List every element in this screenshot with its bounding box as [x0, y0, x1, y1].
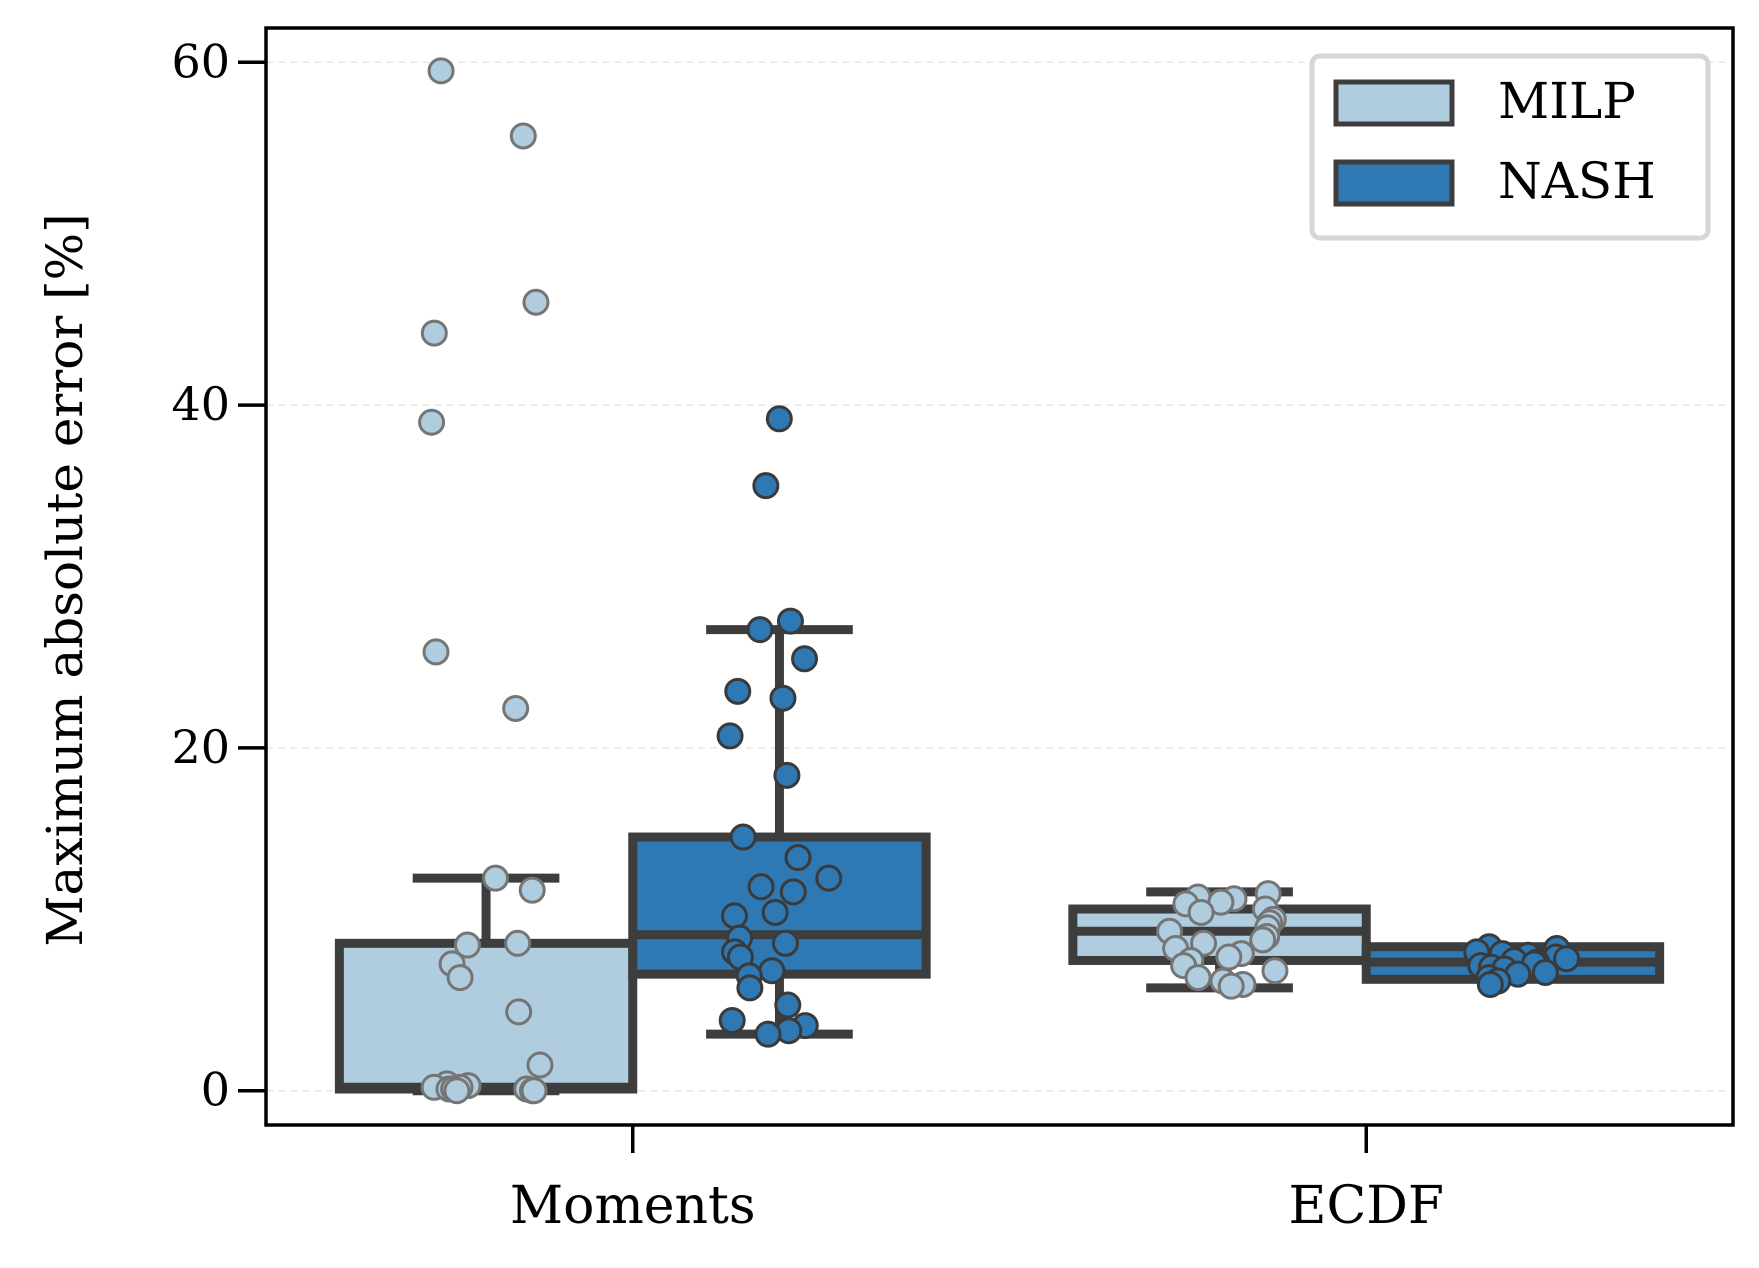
data-point — [815, 864, 843, 892]
data-point — [1215, 943, 1243, 971]
data-point — [1261, 957, 1289, 985]
data-point — [1553, 945, 1581, 973]
data-point — [771, 929, 799, 957]
data-point — [1187, 898, 1215, 926]
data-point — [443, 1077, 471, 1105]
y-tick-label: 40 — [171, 377, 230, 431]
data-point — [773, 761, 801, 789]
data-point — [505, 998, 533, 1026]
y-tick-label: 60 — [171, 34, 230, 88]
data-point — [758, 957, 786, 985]
data-point — [520, 1077, 548, 1105]
data-point — [1217, 972, 1245, 1000]
data-point — [1184, 964, 1212, 992]
data-point — [752, 472, 780, 500]
data-point — [453, 931, 481, 959]
data-point — [482, 864, 510, 892]
point-layer — [418, 57, 1581, 1105]
y-tick-label: 0 — [201, 1063, 230, 1117]
data-point — [427, 57, 455, 85]
x-tick-label: ECDF — [1288, 1176, 1444, 1236]
data-point — [729, 823, 757, 851]
plot-frame — [264, 26, 1735, 1127]
box-layer — [334, 625, 1665, 1096]
box-body — [334, 938, 638, 1094]
x-tick-label: Moments — [510, 1176, 756, 1236]
data-point — [736, 974, 764, 1002]
data-point — [509, 122, 537, 150]
data-point — [791, 645, 819, 673]
data-point — [504, 929, 532, 957]
data-point — [721, 902, 749, 930]
data-point — [724, 677, 752, 705]
data-point — [765, 405, 793, 433]
legend-swatch — [1333, 159, 1455, 207]
data-point — [718, 1006, 746, 1034]
data-point — [420, 319, 448, 347]
data-point — [774, 991, 802, 1019]
y-tick-label: 20 — [171, 720, 230, 774]
data-point — [522, 288, 550, 316]
data-point — [502, 694, 530, 722]
data-point — [769, 684, 797, 712]
data-point — [1531, 958, 1559, 986]
data-point — [761, 898, 789, 926]
data-point — [779, 878, 807, 906]
data-point — [422, 638, 450, 666]
legend-label: MILP — [1498, 72, 1636, 130]
data-point — [754, 1020, 782, 1048]
data-point — [446, 964, 474, 992]
legend: MILP NASH — [1309, 53, 1711, 241]
legend-label: NASH — [1498, 152, 1656, 210]
data-point — [747, 873, 775, 901]
legend-swatch — [1333, 79, 1455, 127]
y-axis-label: Maximum absolute error [%] — [36, 213, 94, 946]
data-point — [526, 1051, 554, 1079]
data-point — [716, 722, 744, 750]
data-point — [784, 844, 812, 872]
data-point — [418, 408, 446, 436]
data-point — [776, 607, 804, 635]
data-point — [1249, 926, 1277, 954]
data-point — [746, 616, 774, 644]
data-point — [518, 876, 546, 904]
data-point — [1476, 970, 1504, 998]
